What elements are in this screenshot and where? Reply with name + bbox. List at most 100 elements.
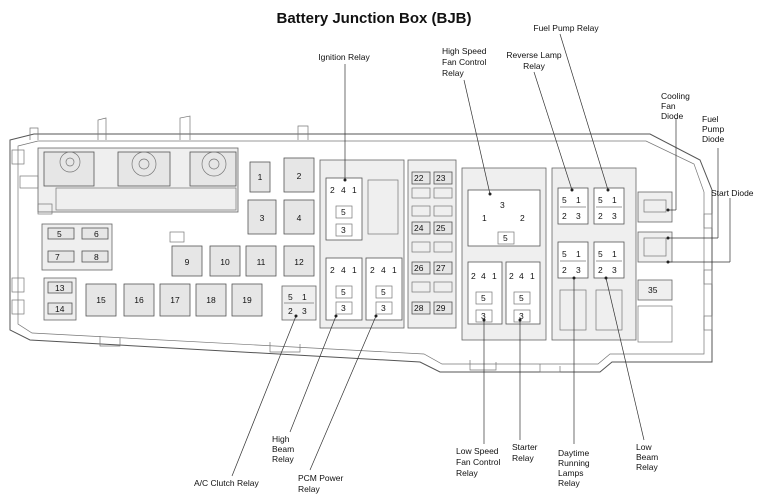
svg-text:5: 5 — [341, 287, 346, 297]
svg-text:3: 3 — [612, 211, 617, 221]
svg-text:2: 2 — [598, 211, 603, 221]
svg-text:5: 5 — [288, 292, 293, 302]
svg-text:3: 3 — [612, 265, 617, 275]
svg-text:3: 3 — [500, 200, 505, 210]
svg-text:1: 1 — [576, 195, 581, 205]
fuse-1-label: 1 — [258, 172, 263, 182]
fuse-18-label: 18 — [206, 295, 216, 305]
diagram-title: Battery Junction Box (BJB) — [276, 10, 471, 27]
fuse-13-label: 13 — [55, 283, 65, 293]
label-start-diode: Start Diode — [711, 188, 754, 198]
svg-text:5: 5 — [598, 195, 603, 205]
label-drl-3: Lamps — [558, 468, 584, 478]
fuse-3 — [247, 199, 277, 235]
label-drl-1: Daytime — [558, 448, 589, 458]
fuse-16 — [123, 283, 155, 317]
fuse-14 — [47, 302, 73, 315]
label-high-beam-3: Relay — [272, 454, 294, 464]
svg-text:2: 2 — [520, 213, 525, 223]
svg-text:1: 1 — [352, 185, 357, 195]
label-fuel-pump-diode-1: Fuel — [702, 114, 719, 124]
fuse-15-label: 15 — [96, 295, 106, 305]
fuse-7-label: 7 — [55, 252, 60, 262]
label-low-speed-fan-1: Low Speed — [456, 446, 499, 456]
fuse-13 — [47, 281, 73, 294]
cooling-fan-diode-slot — [637, 191, 673, 223]
fuse-4-label: 4 — [297, 213, 302, 223]
svg-text:2: 2 — [598, 265, 603, 275]
svg-text:27: 27 — [436, 263, 446, 273]
label-cooling-fan-diode-3: Diode — [661, 111, 683, 121]
svg-text:1: 1 — [302, 292, 307, 302]
svg-text:1: 1 — [492, 271, 497, 281]
label-starter-2: Relay — [512, 453, 534, 463]
mini-fuse-column: 22 23 24 25 26 27 28 29 — [407, 159, 457, 329]
label-reverse-lamp-1: Reverse Lamp — [506, 50, 562, 60]
label-pcm-power-1: PCM Power — [298, 473, 344, 483]
svg-text:23: 23 — [436, 173, 446, 183]
fuse-17 — [159, 283, 191, 317]
fuse-10 — [209, 245, 241, 277]
fuse-15 — [85, 283, 117, 317]
svg-text:1: 1 — [612, 195, 617, 205]
svg-text:4: 4 — [381, 265, 386, 275]
svg-text:5: 5 — [481, 293, 486, 303]
fuse-5-label: 5 — [57, 229, 62, 239]
svg-text:2: 2 — [330, 185, 335, 195]
svg-text:3: 3 — [341, 303, 346, 313]
fuse-29 — [433, 301, 453, 315]
fuse-3-label: 3 — [260, 213, 265, 223]
fuse-2 — [283, 157, 315, 193]
fuse-1 — [249, 161, 271, 193]
label-high-speed-fan-3: Relay — [442, 68, 464, 78]
svg-text:3: 3 — [576, 265, 581, 275]
svg-text:2: 2 — [509, 271, 514, 281]
svg-text:5: 5 — [519, 293, 524, 303]
svg-text:26: 26 — [414, 263, 424, 273]
svg-text:1: 1 — [576, 249, 581, 259]
svg-text:5: 5 — [598, 249, 603, 259]
label-pcm-power-2: Relay — [298, 484, 320, 494]
svg-text:1: 1 — [352, 265, 357, 275]
fuse-9 — [171, 245, 203, 277]
svg-text:25: 25 — [436, 223, 446, 233]
pcm-power-relay — [365, 257, 403, 321]
ignition-relay — [325, 177, 363, 241]
label-fuel-pump-diode-2: Pump — [702, 124, 724, 134]
fuse-23 — [433, 171, 453, 185]
svg-text:5: 5 — [381, 287, 386, 297]
cartridge-fuse-row-upper: 9 10 11 12 — [171, 245, 315, 277]
high-beam-relay — [325, 257, 363, 321]
svg-text:5: 5 — [562, 195, 567, 205]
high-speed-fan-relay — [467, 189, 541, 247]
fuse-16-label: 16 — [134, 295, 144, 305]
svg-text:35: 35 — [648, 285, 658, 295]
junction-box-housing — [9, 115, 713, 373]
svg-text:1: 1 — [482, 213, 487, 223]
label-drl-4: Relay — [558, 478, 580, 488]
relay-block-right: 5 1 2 3 5 1 2 3 5 1 2 3 5 1 2 3 — [551, 167, 637, 341]
label-reverse-lamp-2: Relay — [523, 61, 545, 71]
relay-block-left: 2 4 1 5 3 2 4 1 5 3 2 4 1 5 3 — [319, 159, 405, 329]
cartridge-fuse-row-lower: 15 16 17 18 19 — [85, 283, 263, 317]
svg-text:2: 2 — [562, 265, 567, 275]
svg-text:4: 4 — [481, 271, 486, 281]
svg-text:3: 3 — [341, 225, 346, 235]
svg-text:4: 4 — [519, 271, 524, 281]
label-high-beam-1: High — [272, 434, 290, 444]
fuse-26 — [411, 261, 431, 275]
svg-text:3: 3 — [302, 306, 307, 316]
svg-text:4: 4 — [341, 185, 346, 195]
label-ac-clutch-relay: A/C Clutch Relay — [194, 478, 259, 488]
fuse-35 — [637, 279, 673, 301]
low-beam-relay — [593, 241, 625, 279]
fuse-8 — [81, 250, 109, 263]
starter-relay — [505, 261, 541, 325]
fuse-5 — [47, 227, 75, 240]
fuse-6-label: 6 — [94, 229, 99, 239]
fuse-12-label: 12 — [294, 257, 304, 267]
label-low-beam-1: Low — [636, 442, 652, 452]
label-cooling-fan-diode-2: Fan — [661, 101, 676, 111]
fuse-19-label: 19 — [242, 295, 252, 305]
